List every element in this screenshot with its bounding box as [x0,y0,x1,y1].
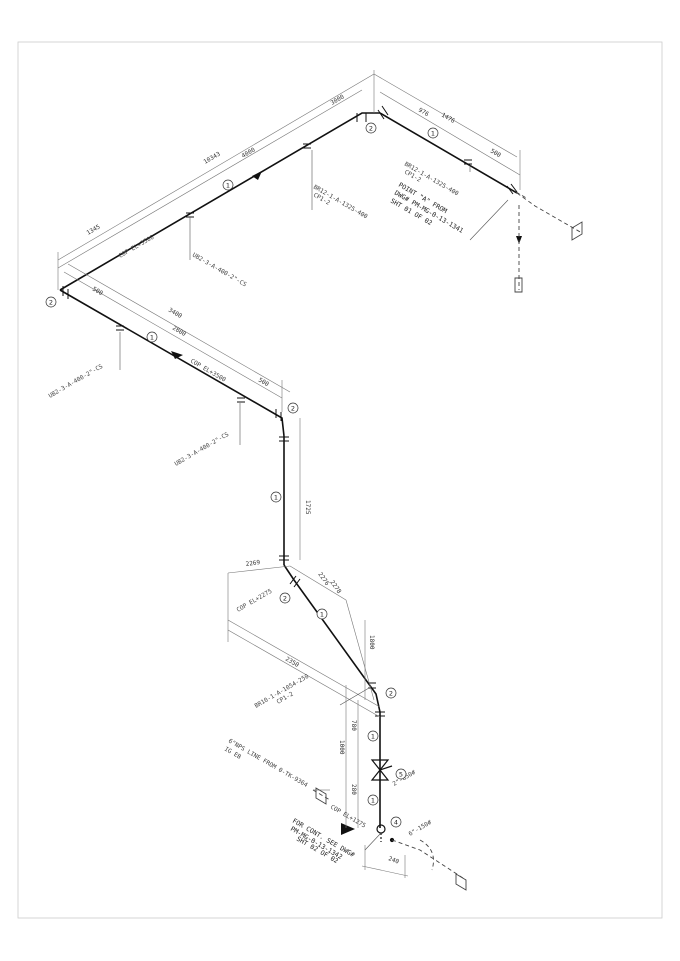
bubble-item-2: 2 [45,296,57,308]
line-number-labels: BR12-1-A-1325-400 CP1-2 BR12-1-A-1325-40… [48,161,461,789]
pipe-run-second [59,289,285,437]
line-ub2-left: UB2-3-A-400-2"-CS [48,363,105,400]
continuation-lines [312,191,583,881]
svg-text:5: 5 [399,771,403,779]
dim-280: 280 [350,784,357,795]
bubble-item-1: 1 [146,331,158,343]
dim-240: 240 [387,855,400,865]
elevation-cop1275: COP EL+1275 [329,804,367,830]
dim-780: 780 [350,720,357,731]
gate-valve-symbol [370,759,393,781]
dimension-labels: 3000 10343 4000 1345 500 976 1476 500 34… [86,93,503,865]
dim-1725: 1725 [304,500,311,515]
dim-3400: 3400 [167,307,183,320]
svg-text:1: 1 [371,797,375,805]
svg-text:1: 1 [274,494,278,502]
elevation-labels: COP EL+3500 COP EL+3500 COP EL+2275 COP … [118,234,368,830]
pipe-run-diagonal [283,564,381,713]
svg-text:1: 1 [150,334,154,342]
bubble-item-2: 2 [385,687,397,699]
branch-size-label: 6"-150# [408,819,434,838]
line-br10: BR10-1-A-1054-250 [254,673,311,710]
dim-2269: 2269 [245,559,261,568]
line-ub2-mid: UB2-3-A-400-2"-CS [174,431,231,468]
bubble-item-2: 2 [279,592,291,604]
svg-text:2: 2 [49,299,53,307]
svg-text:2: 2 [369,125,373,133]
dimension-lines [57,70,521,878]
bubble-item-2: 2 [287,402,299,414]
dim-1345: 1345 [86,223,102,236]
flow-arrows [171,171,522,835]
bubble-item-5: 5 [395,768,407,780]
dim-10343: 10343 [203,150,222,165]
svg-text:1: 1 [371,733,375,741]
bubble-item-1: 1 [367,730,379,742]
dim-500-mid: 500 [257,377,270,389]
bubble-item-1: 1 [316,608,328,620]
svg-text:2: 2 [291,405,295,413]
dim-2350: 2350 [284,656,300,669]
bubble-item-1: 1 [427,127,439,139]
dim-1800: 1800 [368,635,375,650]
bubble-item-4: 4 [390,816,402,828]
bubble-item-1: 1 [367,794,379,806]
dim-976: 976 [417,107,430,119]
elevation-cop2275: COP EL+2275 [236,588,274,614]
pipe-run-top [59,112,518,291]
flow-arrow [171,351,183,359]
dim-500-right: 500 [489,148,502,160]
continuation-markers [315,221,583,891]
dim-2278: 2278 [328,579,342,595]
item-bubbles: 1 1 1 1 1 1 1 2 2 2 2 2 4 5 [45,122,439,828]
flow-arrow [341,823,355,835]
line-ub2-top: UB2-3-A-400-2"-CS [191,252,248,289]
dim-500-top: 500 [91,286,104,298]
svg-text:1: 1 [320,611,324,619]
svg-text:2: 2 [389,690,393,698]
dim-2276: 2276 [316,571,330,587]
elevation-cop3500-top: COP EL+3500 [118,234,156,260]
leader-lines [119,150,509,851]
flow-arrow [252,171,262,180]
svg-text:4: 4 [394,819,398,827]
sheet-border [17,41,663,919]
elevation-cop3500-mid: COP EL+3500 [189,358,227,384]
svg-text:1: 1 [226,182,230,190]
dim-3000: 3000 [330,93,346,106]
dim-2800: 2800 [171,325,187,338]
bubble-item-2: 2 [365,122,377,134]
bubble-item-1: 1 [222,179,234,191]
dim-4000: 4000 [241,146,257,159]
svg-text:1: 1 [431,130,435,138]
bubble-item-1: 1 [270,491,282,503]
dim-1476: 1476 [440,112,456,125]
tee-node [376,824,386,834]
notes: POINT "A" FROM DWG# PM-MG-0-13-1341 SHT … [289,181,465,865]
line-inlet-from: 6"NPS LINE FROM 0-TK-9364 [227,738,309,789]
dim-1000: 1000 [338,740,345,755]
svg-text:2: 2 [283,595,287,603]
